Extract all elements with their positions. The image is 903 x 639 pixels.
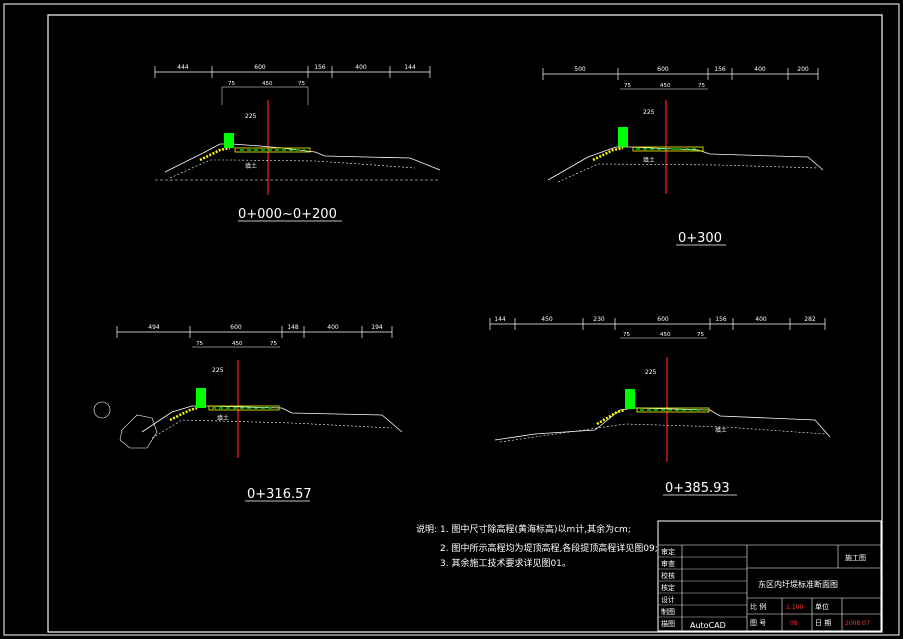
dim-4-5: 156	[715, 316, 727, 323]
dim-3-3: 148	[287, 324, 299, 331]
note-2: 2. 图中所示高程均为堤顶高程,各段提顶高程详见图09;	[440, 542, 658, 554]
note-3: 3. 其余施工技术要求详见图01。	[440, 557, 571, 569]
dim-2-5: 200	[797, 66, 809, 73]
dim-3-2: 600	[230, 324, 242, 331]
page-label: 图 号	[750, 619, 766, 627]
inner-border	[47, 14, 883, 633]
role-4: 核定	[661, 583, 675, 592]
soil-label-4: 填土	[715, 426, 727, 434]
station-label-4: 0+385.93	[665, 481, 730, 496]
dim-4-small: 225	[645, 369, 657, 376]
notes: 说明: 1. 图中尺寸除高程(黄海标高)以m计,其余为cm; 2. 图中所示高程…	[416, 523, 658, 569]
station-label-3: 0+316.57	[247, 487, 312, 502]
unit-label: 单位	[815, 602, 829, 611]
dim-4-inner-2: 450	[660, 332, 671, 338]
date-label: 日 期	[815, 619, 831, 627]
dim-2-inner-1: 75	[624, 83, 631, 89]
dim-3-5: 194	[371, 324, 383, 331]
dim-1-2: 600	[254, 64, 266, 71]
project-stage: 施工图	[845, 553, 866, 562]
page-value: 08	[790, 620, 798, 627]
soil-label-1: 填土	[245, 162, 257, 170]
dim-3-small: 225	[212, 367, 224, 374]
dim-4-3: 230	[593, 316, 605, 323]
date-value: 2008.07	[845, 620, 870, 627]
scale-label: 比 例	[750, 602, 766, 611]
role-2: 审查	[661, 559, 675, 568]
notes-heading: 说明:	[416, 523, 437, 535]
dim-2-4: 400	[754, 66, 766, 73]
dim-4-7: 282	[804, 316, 816, 323]
note-1: 1. 图中尺寸除高程(黄海标高)以m计,其余为cm;	[440, 523, 631, 535]
dim-4-1: 144	[494, 316, 506, 323]
dim-4-inner-3: 75	[697, 332, 704, 338]
role-7: 描图	[661, 619, 675, 628]
role-1: 审定	[661, 547, 675, 556]
dim-1-1: 444	[177, 64, 189, 71]
section-3: 494 600 148 400 194 75 450 75 225 填土 0+3…	[93, 324, 403, 502]
drawing-title: 东区内圩堤标准断面图	[758, 579, 838, 589]
section-2: 500 600 156 400 200 75 450 75 225 填土 0+3…	[542, 66, 824, 246]
dim-1-inner-1: 75	[228, 81, 235, 87]
scale-value: 1:100	[786, 604, 803, 611]
dim-4-2: 450	[541, 316, 553, 323]
soil-label-2: 填土	[643, 156, 655, 164]
dim-4-6: 400	[755, 316, 767, 323]
station-label-1: 0+000~0+200	[238, 207, 337, 222]
dim-3-1: 494	[148, 324, 160, 331]
dim-1-4: 400	[355, 64, 367, 71]
soil-label-3: 填土	[217, 414, 229, 422]
dim-3-inner-2: 450	[232, 341, 243, 347]
dim-2-inner-3: 75	[698, 83, 705, 89]
section-1: 444 600 156 400 144 75 450 75 225 填土 0+0…	[154, 64, 441, 222]
outer-border	[3, 3, 900, 636]
section-4: 144 450 230 600 156 400 282 75 450 75 22…	[489, 316, 831, 496]
role-5: 设计	[661, 595, 675, 604]
role-6: 制图	[661, 607, 675, 616]
dim-1-small: 225	[245, 113, 257, 120]
dim-3-4: 400	[327, 324, 339, 331]
dim-1-inner-2: 450	[262, 81, 273, 87]
dim-2-2: 600	[657, 66, 669, 73]
dim-4-4: 600	[657, 316, 669, 323]
software-label: AutoCAD	[690, 621, 726, 630]
dim-3-inner-1: 75	[196, 341, 203, 347]
dim-1-5: 144	[404, 64, 416, 71]
dim-2-inner-2: 450	[660, 83, 671, 89]
dim-2-1: 500	[574, 66, 586, 73]
dim-3-inner-3: 75	[270, 341, 277, 347]
dim-2-small: 225	[643, 109, 655, 116]
dim-1-inner-3: 75	[298, 81, 305, 87]
station-label-2: 0+300	[678, 231, 722, 246]
role-3: 校核	[661, 571, 675, 580]
dim-4-inner-1: 75	[623, 332, 630, 338]
dim-2-3: 156	[714, 66, 726, 73]
dim-1-3: 156	[314, 64, 326, 71]
title-block: 审定 审查 校核 核定 设计 制图 描图 AutoCAD 施工图 东区内圩堤标准…	[657, 520, 882, 632]
